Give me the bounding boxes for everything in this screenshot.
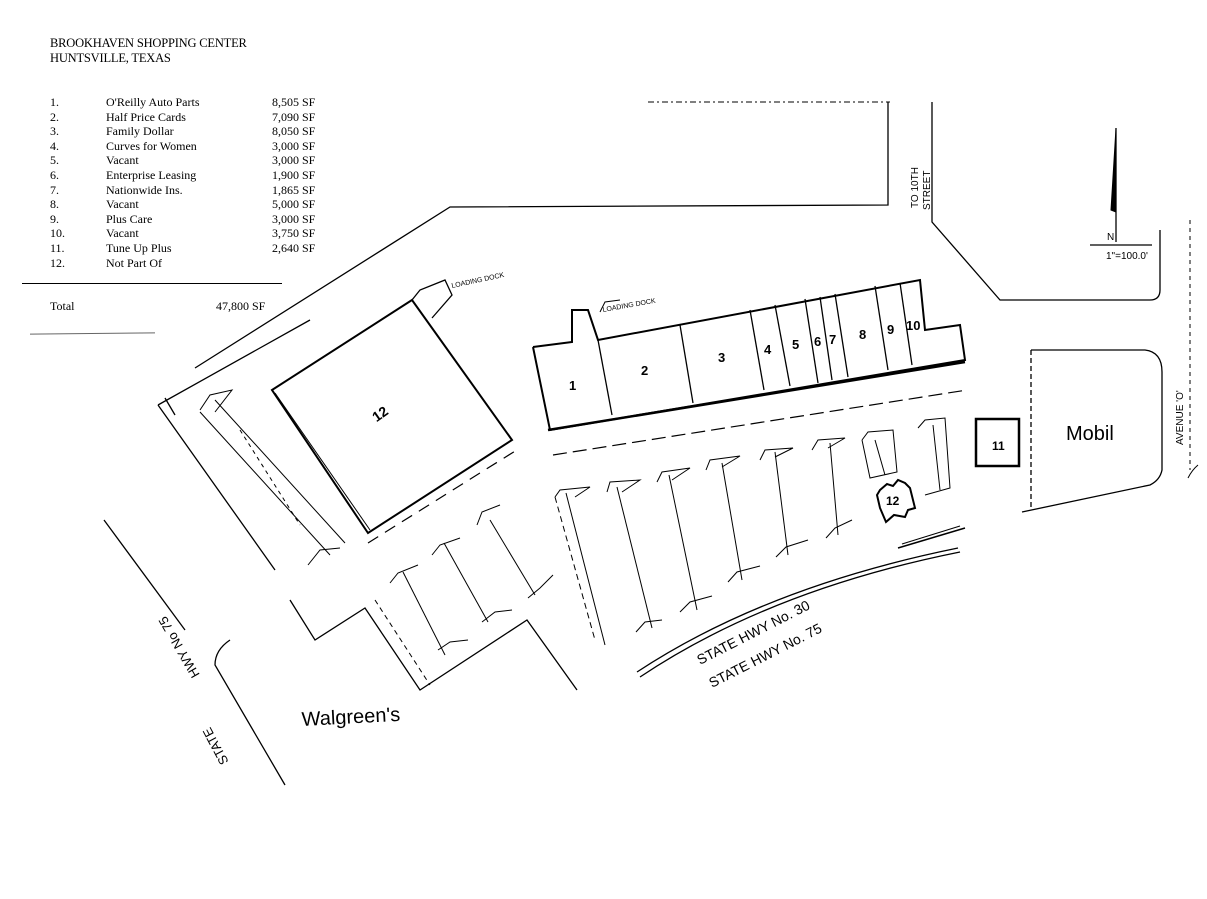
tenant-row: 6. Enterprise Leasing 1,900 SF [50, 168, 330, 183]
state-label-left: STATE [199, 725, 231, 768]
tenant-name: Vacant [106, 226, 139, 241]
tenant-name: Tune Up Plus [106, 240, 172, 255]
tenant-number: 5. [50, 153, 59, 168]
tenant-area: 3,000 SF [272, 138, 316, 153]
unit-label: 5 [792, 337, 799, 352]
pad-12-label: 12 [886, 494, 900, 508]
tenant-name: Vacant [106, 197, 139, 212]
tenant-number: 1. [50, 95, 59, 109]
tenant-number: 8. [50, 197, 59, 212]
west-boundary [103, 319, 311, 786]
walgreens-parcel [289, 599, 578, 691]
tenant-area: 8,505 SF [272, 95, 316, 109]
tenant-area: 3,000 SF [272, 211, 316, 226]
tenant-row: 9. Plus Care 3,000 SF [50, 212, 330, 227]
building-11-label: 11 [992, 439, 1005, 453]
tenant-name: Vacant [106, 153, 139, 168]
tenant-area: 8,050 SF [272, 124, 316, 139]
center-location: HUNTSVILLE, TEXAS [50, 51, 171, 65]
highway-curb [636, 547, 961, 678]
tenant-row: 11. Tune Up Plus 2,640 SF [50, 241, 330, 256]
mobil-label: Mobil [1066, 423, 1114, 445]
plan-text: 11 12 Mobil Walgreen's TO 10TH STREET AV… [155, 167, 1186, 767]
center-name: BROOKHAVEN SHOPPING CENTER [50, 36, 247, 50]
tenant-list: 1. O'Reilly Auto Parts 8,505 SF 2. Half Pri… [50, 95, 330, 270]
tenant-row: 12. Not Part Of [50, 256, 330, 271]
tenant-row: 1. O'Reilly Auto Parts 8,505 SF [50, 95, 330, 110]
tenant-name: Family Dollar [106, 124, 174, 139]
tenant-number: 2. [50, 109, 59, 124]
tenant-name: Nationwide Ins. [106, 182, 183, 197]
tenant-number: 3. [50, 124, 59, 139]
title-block: BROOKHAVEN SHOPPING CENTER HUNTSVILLE, T… [50, 36, 247, 66]
total-label: Total [50, 299, 75, 313]
mid-parking [389, 504, 554, 656]
scale-label: 1"=100.0' [1106, 251, 1148, 262]
north-label: N [1107, 232, 1114, 243]
mobil-parcel [1021, 349, 1199, 513]
anchor-label: 12 [369, 403, 391, 425]
to-10th-street-label: STREET [922, 171, 933, 210]
tenant-number: 4. [50, 138, 59, 153]
tenant-row: 2. Half Price Cards 7,090 SF [50, 110, 330, 125]
tenant-name: Not Part Of [106, 255, 162, 270]
tenant-row: 10. Vacant 3,750 SF [50, 226, 330, 241]
tenant-row: 7. Nationwide Ins. 1,865 SF [50, 183, 330, 198]
north-boundary [194, 101, 1191, 470]
north-arrow-icon [1090, 127, 1152, 246]
unit-label: 4 [764, 342, 772, 357]
tenant-area: 1,865 SF [272, 182, 316, 197]
unit-label: 9 [887, 322, 894, 337]
tenant-number: 11. [50, 240, 65, 255]
tenant-area: 3,750 SF [272, 226, 316, 241]
to-10th-street-label: TO 10TH [910, 167, 921, 208]
tenant-row: 4. Curves for Women 3,000 SF [50, 139, 330, 154]
tenant-name: Plus Care [106, 211, 153, 226]
tenant-area: 5,000 SF [272, 197, 316, 212]
tenant-area: 3,000 SF [272, 153, 316, 168]
unit-label: 10 [906, 318, 920, 333]
loading-dock-label: LOADING DOCK [602, 298, 656, 314]
anchor-parking [199, 389, 346, 566]
front-parking [554, 417, 966, 646]
unit-label: 2 [641, 363, 648, 378]
tenant-name: O'Reilly Auto Parts [106, 95, 200, 109]
strip-center [532, 278, 968, 456]
tenant-row: 3. Family Dollar 8,050 SF [50, 124, 330, 139]
tenant-name: Enterprise Leasing [106, 167, 197, 182]
tenant-number: 7. [50, 182, 59, 197]
tenant-area: 1,900 SF [272, 167, 316, 182]
tenant-row: 8. Vacant 5,000 SF [50, 197, 330, 212]
tenant-area: 2,640 SF [272, 240, 316, 255]
tenant-number: 9. [50, 211, 59, 226]
loading-dock-label: LOADING DOCK [451, 272, 505, 290]
building-11 [974, 417, 1021, 468]
anchor-building-12 [164, 279, 521, 544]
tenant-number: 10. [50, 226, 65, 241]
hwy-75-label-left: HWY No 75 [155, 614, 202, 681]
tenant-area: 7,090 SF [272, 109, 316, 124]
unit-label: 8 [859, 327, 866, 342]
total-divider [22, 283, 282, 284]
unit-label: 3 [718, 350, 725, 365]
walgreens-label: Walgreen's [301, 704, 401, 731]
tenant-name: Curves for Women [106, 138, 197, 153]
tenant-number: 12. [50, 255, 65, 270]
unit-label: 1 [569, 378, 576, 393]
unit-label: 6 [814, 334, 821, 349]
tenant-name: Half Price Cards [106, 109, 186, 124]
total-value: 47,800 SF [216, 299, 266, 313]
pad-12 [875, 478, 917, 524]
tenant-row: 5. Vacant 3,000 SF [50, 153, 330, 168]
unit-label: 7 [829, 332, 836, 347]
tenant-number: 6. [50, 167, 59, 182]
avenue-o-label: AVENUE 'O' [1175, 390, 1186, 445]
